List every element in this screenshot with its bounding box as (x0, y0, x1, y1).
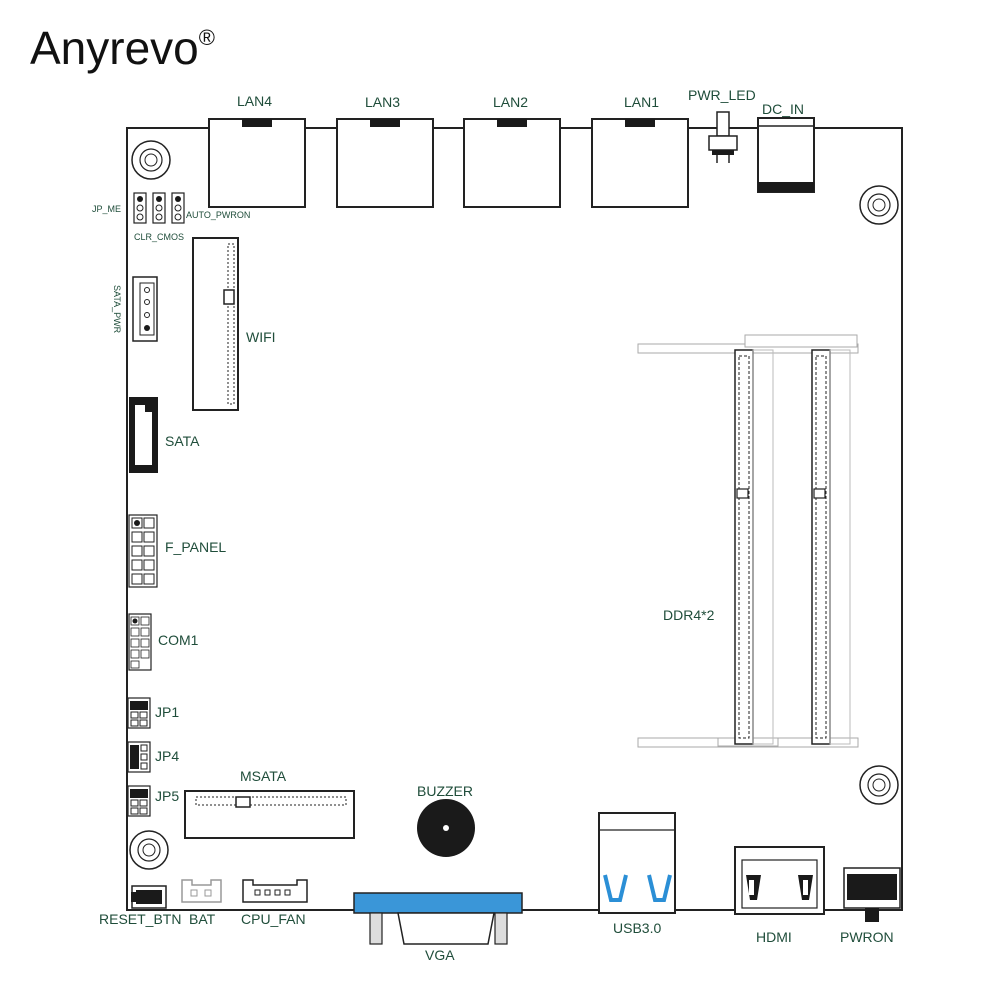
usb3-port (598, 812, 676, 914)
lan1-port (591, 118, 689, 208)
bat-connector (181, 879, 222, 903)
jp5-jumper (127, 785, 151, 817)
brand-name: Anyrevo (30, 22, 199, 74)
mount-hole-bottom-left (129, 830, 169, 870)
dc-in-jack (757, 117, 815, 193)
sata-pwr-connector (132, 276, 158, 342)
pwr-led (708, 111, 738, 163)
reset-button (131, 885, 167, 909)
label-bat: BAT (189, 911, 216, 927)
cpu-fan-connector (242, 879, 308, 903)
label-ddr4: DDR4*2 (663, 607, 715, 623)
registered-mark: ® (198, 25, 215, 50)
label-vga: VGA (425, 947, 455, 963)
label-usb3: USB3.0 (613, 920, 662, 936)
label-reset-btn: RESET_BTN (99, 911, 182, 927)
brand-logo: Anyrevo® (30, 25, 215, 71)
label-cpu-fan: CPU_FAN (241, 911, 306, 927)
lan2-port (463, 118, 561, 208)
lan4-port (208, 118, 306, 208)
label-lan1: LAN1 (624, 94, 660, 110)
label-jp1: JP1 (155, 704, 180, 720)
mount-hole-mid-right (859, 765, 899, 805)
lan3-port (336, 118, 434, 208)
label-lan2: LAN2 (493, 94, 529, 110)
com1-header (128, 613, 152, 671)
jp4-jumper (127, 741, 151, 773)
label-jp4: JP4 (155, 748, 180, 764)
buzzer (417, 799, 475, 857)
label-dc-in: DC_IN (762, 101, 805, 117)
clr-cmos-jumper (152, 192, 166, 224)
f-panel-header (128, 514, 158, 588)
label-msata: MSATA (240, 768, 287, 784)
label-auto-pwron: AUTO_PWRON (186, 210, 251, 220)
wifi-slot (192, 237, 239, 411)
mount-hole-top-right (859, 185, 899, 225)
label-sata: SATA (165, 433, 200, 449)
msata-slot (184, 790, 355, 839)
label-lan3: LAN3 (365, 94, 401, 110)
hdmi-port (734, 846, 825, 915)
label-jp-me: JP_ME (92, 204, 122, 214)
label-clr-cmos: CLR_CMOS (134, 232, 185, 242)
label-pwron: PWRON (840, 929, 894, 945)
label-sata-pwr: SATA_PWR (112, 285, 122, 334)
sata-connector (129, 397, 158, 473)
jp-me-jumper (133, 192, 147, 224)
label-f-panel: F_PANEL (165, 539, 227, 555)
label-jp5: JP5 (155, 788, 180, 804)
label-pwr-led: PWR_LED (688, 87, 756, 103)
label-hdmi: HDMI (756, 929, 792, 945)
vga-port (353, 892, 523, 945)
auto-pwron-jumper (171, 192, 185, 224)
label-buzzer: BUZZER (417, 783, 473, 799)
label-com1: COM1 (158, 632, 199, 648)
jp1-jumper (127, 697, 151, 729)
ddr4-slots (637, 334, 859, 748)
mount-hole-top-left (131, 140, 171, 180)
label-lan4: LAN4 (237, 93, 273, 109)
pwron-button (843, 867, 901, 922)
label-wifi: WIFI (246, 329, 276, 345)
